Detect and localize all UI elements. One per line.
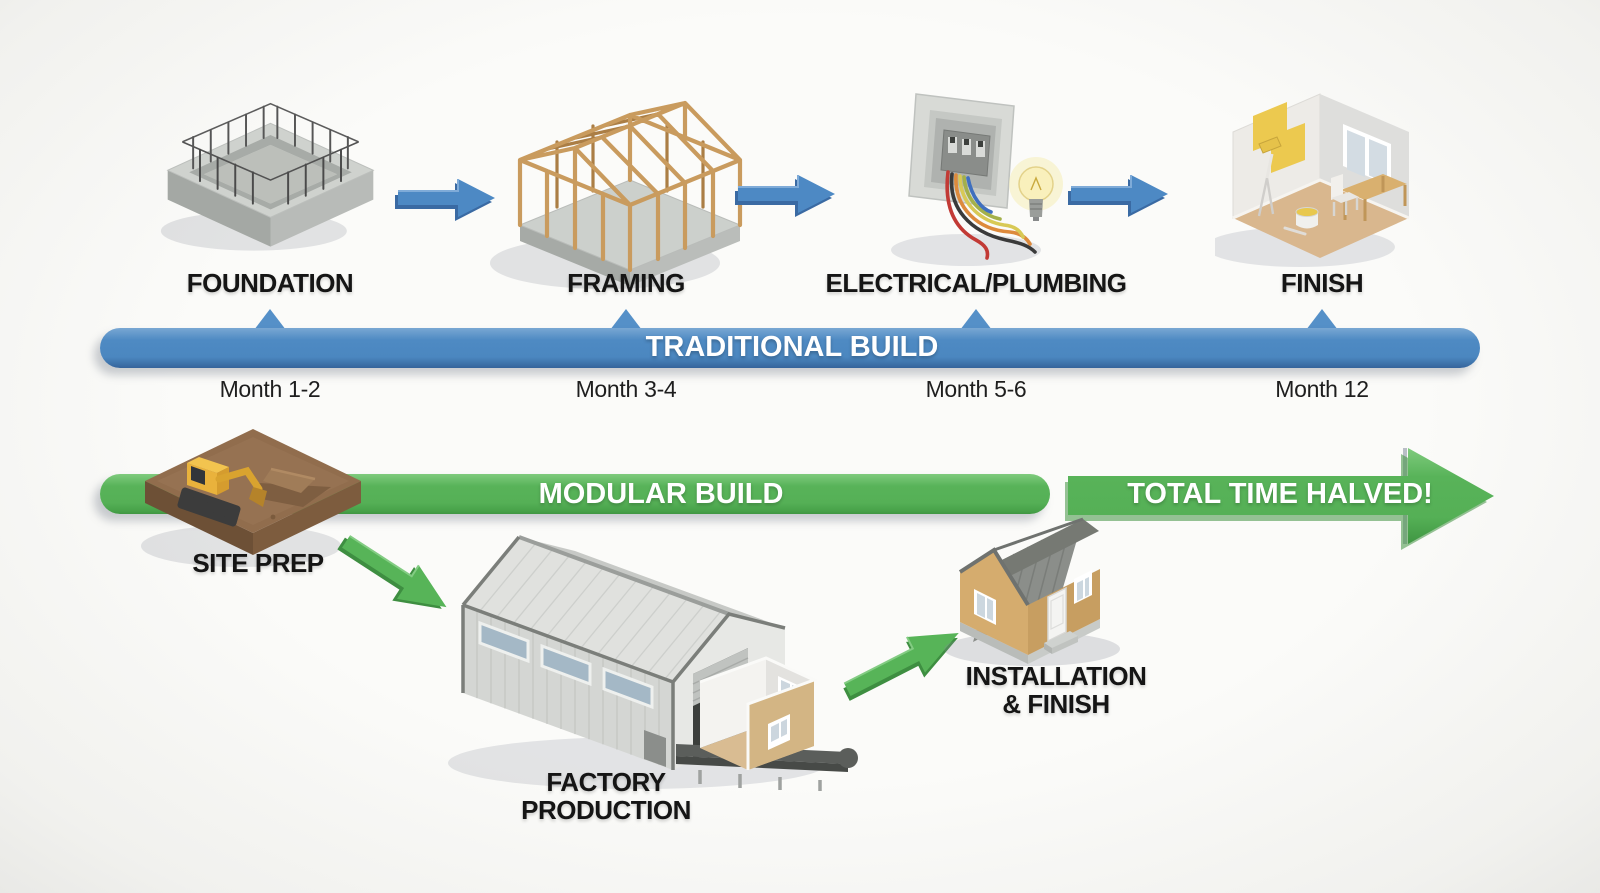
month-label-1: Month 1-2 [219, 376, 321, 402]
foundation-illustration [153, 100, 388, 268]
stage-label-factory-production: FACTORY PRODUCTION [521, 767, 691, 826]
modular-house-illustration [940, 497, 1145, 677]
blue-arrow-icon [395, 174, 500, 224]
green-arrow-icon [328, 517, 466, 633]
steps-icon [1044, 631, 1078, 654]
finish-room-illustration [1215, 82, 1430, 282]
blue-arrow-icon [735, 170, 840, 220]
stage-label-foundation: FOUNDATION [186, 268, 354, 298]
factory-production-illustration [448, 508, 868, 793]
paint-bucket-icon [1283, 207, 1319, 236]
month-label-3: Month 5-6 [925, 376, 1027, 402]
site-prep-illustration [133, 413, 373, 573]
bar-pointer [254, 309, 286, 330]
light-bulb-icon [1009, 157, 1063, 221]
window-icon [974, 589, 996, 625]
stage-label-framing: FRAMING [567, 268, 685, 298]
traditional-build-bar [100, 328, 1480, 368]
paint-patch [1253, 102, 1305, 173]
stage-label-finish: FINISH [1280, 268, 1364, 298]
total-time-arrow [1065, 440, 1500, 552]
total-time-arrow-label: TOTAL TIME HALVED! [1127, 478, 1433, 510]
window-icon [1074, 570, 1092, 604]
blue-arrow-icon [1068, 170, 1173, 220]
month-label-4: Month 12 [1275, 376, 1369, 402]
dirt-mound-icon [251, 467, 331, 507]
window-icon [1343, 124, 1391, 186]
bar-pointer [1306, 309, 1338, 330]
framing-illustration [480, 58, 780, 303]
bar-pointer [610, 309, 642, 330]
module-unit-icon [699, 656, 818, 770]
month-label-2: Month 3-4 [575, 376, 677, 402]
door-icon [1047, 586, 1067, 643]
stage-label-electrical-plumbing: ELECTRICAL/PLUMBING [825, 268, 1127, 298]
stage-label-site-prep: SITE PREP [192, 548, 324, 578]
modular-build-bar-label: MODULAR BUILD [538, 478, 784, 510]
green-arrow-icon [831, 604, 977, 715]
bar-pointer [960, 309, 992, 330]
stage-label-installation-finish: INSTALLATION & FINISH [965, 661, 1147, 720]
electrical-plumbing-illustration [886, 80, 1066, 278]
excavator-icon [177, 457, 267, 527]
paint-roller-icon [1257, 136, 1282, 217]
traditional-build-bar-label: TRADITIONAL BUILD [645, 331, 939, 363]
breaker-panel-icon [940, 129, 991, 177]
wires-icon [945, 170, 1037, 260]
chair-icon [1331, 174, 1359, 216]
